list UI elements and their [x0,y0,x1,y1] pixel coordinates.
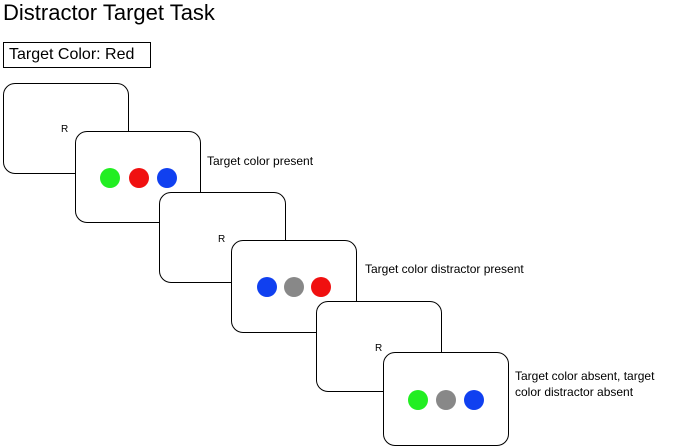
stimulus-dot [157,168,177,188]
trial-caption-1: Target color present [207,154,314,168]
stimulus-screen-1 [75,131,201,223]
fixation-letter: R [375,343,383,354]
stimulus-dot [408,390,428,410]
stimulus-dot [284,277,304,297]
fixation-letter: R [218,234,226,245]
stimulus-dot [100,168,120,188]
trial-caption-3-line-2: color distractor absent [515,385,634,399]
stimulus-dot [257,277,277,297]
stimulus-dot [311,277,331,297]
stimulus-dot [436,390,456,410]
trial-caption-3-line-1: Target color absent, target [515,369,655,383]
diagram-title: Distractor Target Task [3,0,215,25]
stimulus-dot [464,390,484,410]
stimulus-dot [129,168,149,188]
trial-caption-2: Target color distractor present [365,262,524,276]
target-color-label: Target Color: Red [3,42,151,68]
fixation-screen-1: R [3,83,129,174]
fixation-letter: R [61,124,69,135]
stimulus-screen-3 [383,352,509,446]
